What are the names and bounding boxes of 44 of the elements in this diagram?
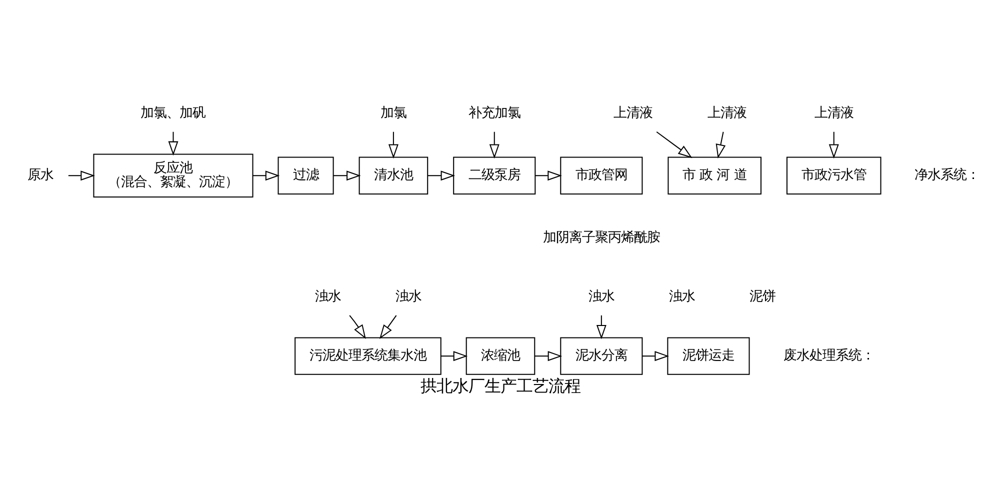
diagram-title: 拱北水厂生产工艺流程 (420, 376, 580, 396)
arrow (378, 314, 396, 338)
node-box: 浓缩池 (465, 336, 535, 374)
arrow (642, 350, 668, 361)
arrow (488, 131, 499, 158)
node-box: 市政污水管 (786, 156, 881, 194)
node-text: 上清液 (706, 105, 746, 120)
arrow (168, 131, 178, 156)
label: 泥饼 (749, 288, 776, 304)
node-box: 市 政 河 道 (667, 156, 761, 194)
node-text: 原水 (27, 168, 54, 183)
node-text: 上清液 (613, 105, 652, 120)
arrow (440, 350, 468, 361)
arrow (348, 314, 366, 339)
node-box: 市政管网 (560, 156, 642, 194)
node-box: 污泥处理系统集水池 (294, 336, 441, 374)
label: 净水系统： (914, 168, 980, 183)
node-box: 二级泵房 (452, 156, 536, 194)
arrow (656, 130, 692, 158)
node-text: 浊水 (395, 288, 422, 304)
arrow (252, 170, 280, 180)
node-text: 浊水 (314, 288, 341, 304)
arrow (333, 170, 360, 180)
node-text: 上清液 (814, 105, 853, 120)
node-text: 加氯、加矾 (140, 105, 206, 120)
node-box: 反应池 （混合、絮凝、沉淀） (92, 153, 253, 198)
node-box: 过滤 (277, 156, 334, 194)
arrow (427, 170, 455, 180)
node-text: 补充加氯 (468, 105, 520, 120)
arrow (534, 170, 562, 180)
node-box: 泥饼运走 (666, 336, 750, 374)
arrow (388, 131, 398, 158)
node-text: 加氯 (380, 105, 406, 120)
arrow (68, 170, 94, 180)
node-box: 清水池 (358, 156, 428, 194)
arrow (534, 350, 562, 361)
label: 废水处理系统： (782, 348, 874, 364)
label: 加阴离子聚丙烯酰胺 (542, 230, 660, 245)
label: 浊水 (668, 288, 694, 304)
node-text: 浊水 (588, 288, 614, 304)
arrow (828, 131, 838, 158)
node-box: 泥水分离 (560, 336, 642, 374)
arrow (596, 314, 606, 339)
arrow (715, 131, 726, 158)
